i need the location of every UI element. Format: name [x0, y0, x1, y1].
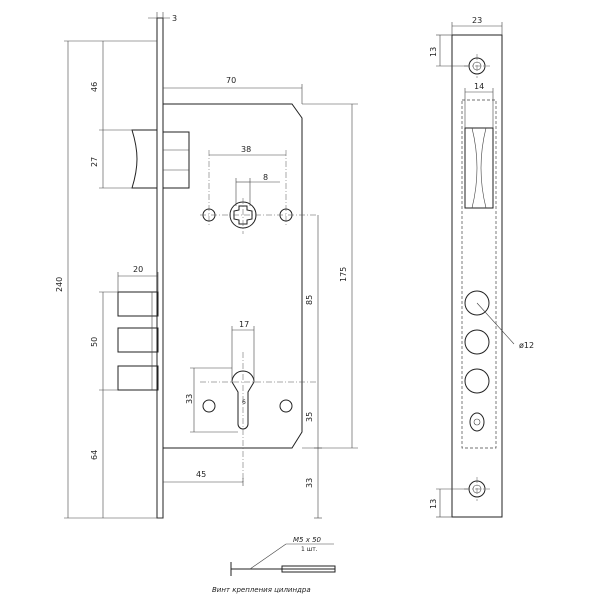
dim-cylinder-pin: 6 — [242, 399, 246, 406]
dim-base-offset: 33 — [305, 478, 314, 488]
dim-bolt-span: 50 — [90, 337, 99, 347]
dead-bolt-2 — [117, 327, 159, 353]
bolt-hole-3 — [464, 368, 490, 394]
bolt-hole-2 — [464, 329, 490, 355]
dim-latch-height: 27 — [90, 157, 99, 167]
dim-screw-top: 13 — [429, 47, 438, 57]
dim-case-width: 70 — [226, 76, 236, 85]
faceplate-front — [451, 34, 503, 518]
faceplate-small-oval — [469, 412, 485, 432]
screw-thread — [281, 565, 336, 573]
latch-bracket — [162, 131, 190, 189]
dim-bolt-projection: 20 — [133, 265, 143, 274]
lock-case-outline — [163, 103, 303, 449]
dim-spindle-square: 8 — [263, 173, 268, 182]
screw-caption: Винт крепления цилиндра — [212, 586, 311, 594]
dim-handle-spacing: 38 — [241, 145, 251, 154]
screw-quantity: 1 шт. — [301, 546, 318, 553]
front-view-dimensions: 3 240 46 27 20 50 64 70 38 8 — [55, 12, 358, 519]
dim-bolt-bottom: 64 — [90, 450, 99, 460]
spindle-star — [233, 205, 253, 225]
screw-hole-lower-left — [202, 399, 216, 413]
bolt-hole-1 — [464, 290, 490, 316]
faceplate-side-view — [451, 34, 503, 518]
dead-bolt-1 — [117, 291, 159, 317]
dim-cylinder-to-bottom: 35 — [305, 412, 314, 422]
latch-bolt — [131, 129, 158, 189]
dim-cylinder-hole-span: 33 — [185, 394, 194, 404]
dim-backset: 45 — [196, 470, 206, 479]
dim-plate-thickness: 3 — [172, 14, 177, 23]
mortise-hidden-outline — [461, 99, 497, 449]
dim-faceplate-width: 23 — [472, 16, 482, 25]
side-view-dimensions: 23 13 14 ø12 13 — [429, 16, 534, 518]
faceplate-strip — [156, 17, 164, 519]
cylinder-screw-detail: M5 x 50 1 шт. Винт крепления цилиндра — [212, 536, 336, 594]
screw-hole-lower-right — [279, 399, 293, 413]
lock-front-view — [117, 17, 318, 519]
dim-cutout-width: 14 — [474, 82, 484, 91]
dim-screw-bottom: 13 — [429, 499, 438, 509]
dead-bolt-3 — [117, 365, 159, 391]
dim-height-total: 240 — [55, 277, 64, 292]
latch-slot — [464, 127, 494, 209]
dim-backset-body: 175 — [339, 267, 348, 282]
dim-cylinder-width: 17 — [239, 320, 249, 329]
dim-bolt-hole-diameter: ø12 — [519, 341, 534, 350]
dim-latch-top: 46 — [90, 82, 99, 92]
screw-spec: M5 x 50 — [293, 536, 322, 544]
dim-center-distance: 85 — [305, 295, 314, 305]
